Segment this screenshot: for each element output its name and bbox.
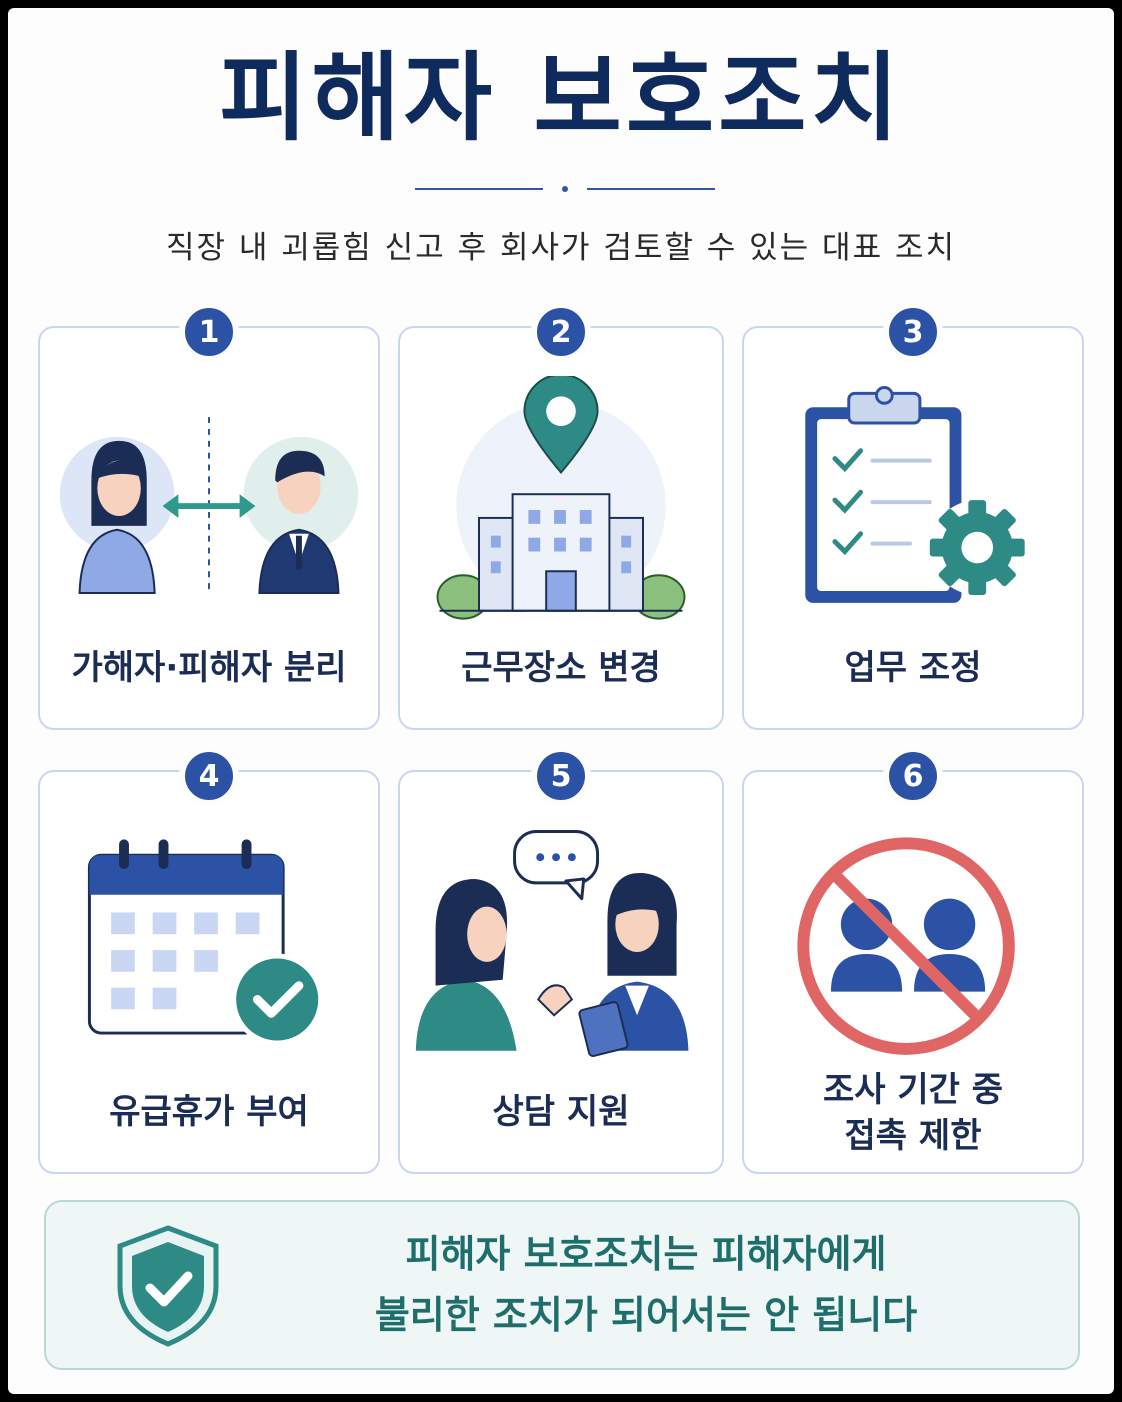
shield-check-icon (117, 1225, 219, 1347)
title-divider (415, 186, 715, 192)
card-number-badge: 1 (179, 302, 239, 362)
counseling-icon (415, 830, 689, 1058)
card-paid-leave: 4 유급휴가 부여 (38, 746, 380, 1174)
card-label: 유급휴가 부여 (109, 1092, 309, 1132)
card-counseling: 5 상담 지원 (398, 746, 724, 1174)
card-work-adjustment: 3 (742, 302, 1084, 730)
page-title: 피해자 보호조치 (219, 42, 903, 154)
card-label-line1: 조사 기간 중 (822, 1070, 1004, 1110)
separation-icon (59, 417, 359, 596)
card-workplace-change: 2 근무장소 변경 (398, 302, 724, 730)
building-location-icon (436, 376, 686, 620)
footer-line2: 불리한 조치가 되어서는 안 됩니다 (374, 1292, 918, 1337)
no-contact-icon (797, 837, 1015, 1055)
card-label-line2: 접촉 제한 (844, 1116, 982, 1156)
card-number-badge: 6 (883, 746, 943, 806)
card-number-badge: 2 (531, 302, 591, 362)
card-contact-restriction: 6 조사 기간 중 접촉 제한 (742, 746, 1084, 1174)
card-label: 가해자·피해자 분리 (71, 648, 347, 688)
footer-line1: 피해자 보호조치는 피해자에게 (405, 1232, 887, 1276)
calendar-check-icon (87, 839, 324, 1046)
card-label: 상담 지원 (492, 1092, 630, 1132)
card-separation: 1 가해자·피해자 분리 (38, 302, 380, 730)
page-subtitle: 직장 내 괴롭힘 신고 후 회사가 검토할 수 있는 대표 조치 (166, 230, 956, 266)
card-number-badge: 3 (883, 302, 943, 362)
card-number-badge: 4 (179, 746, 239, 806)
infographic-page: 피해자 보호조치 직장 내 괴롭힘 신고 후 회사가 검토할 수 있는 대표 조… (8, 8, 1114, 1394)
card-label: 근무장소 변경 (461, 648, 661, 688)
footer-message: 피해자 보호조치는 피해자에게 불리한 조치가 되어서는 안 됩니다 (246, 1224, 1046, 1346)
footer-notice: 피해자 보호조치는 피해자에게 불리한 조치가 되어서는 안 됩니다 (44, 1200, 1080, 1370)
clipboard-gear-icon (805, 385, 1025, 603)
card-number-badge: 5 (531, 746, 591, 806)
card-label: 업무 조정 (844, 648, 982, 688)
